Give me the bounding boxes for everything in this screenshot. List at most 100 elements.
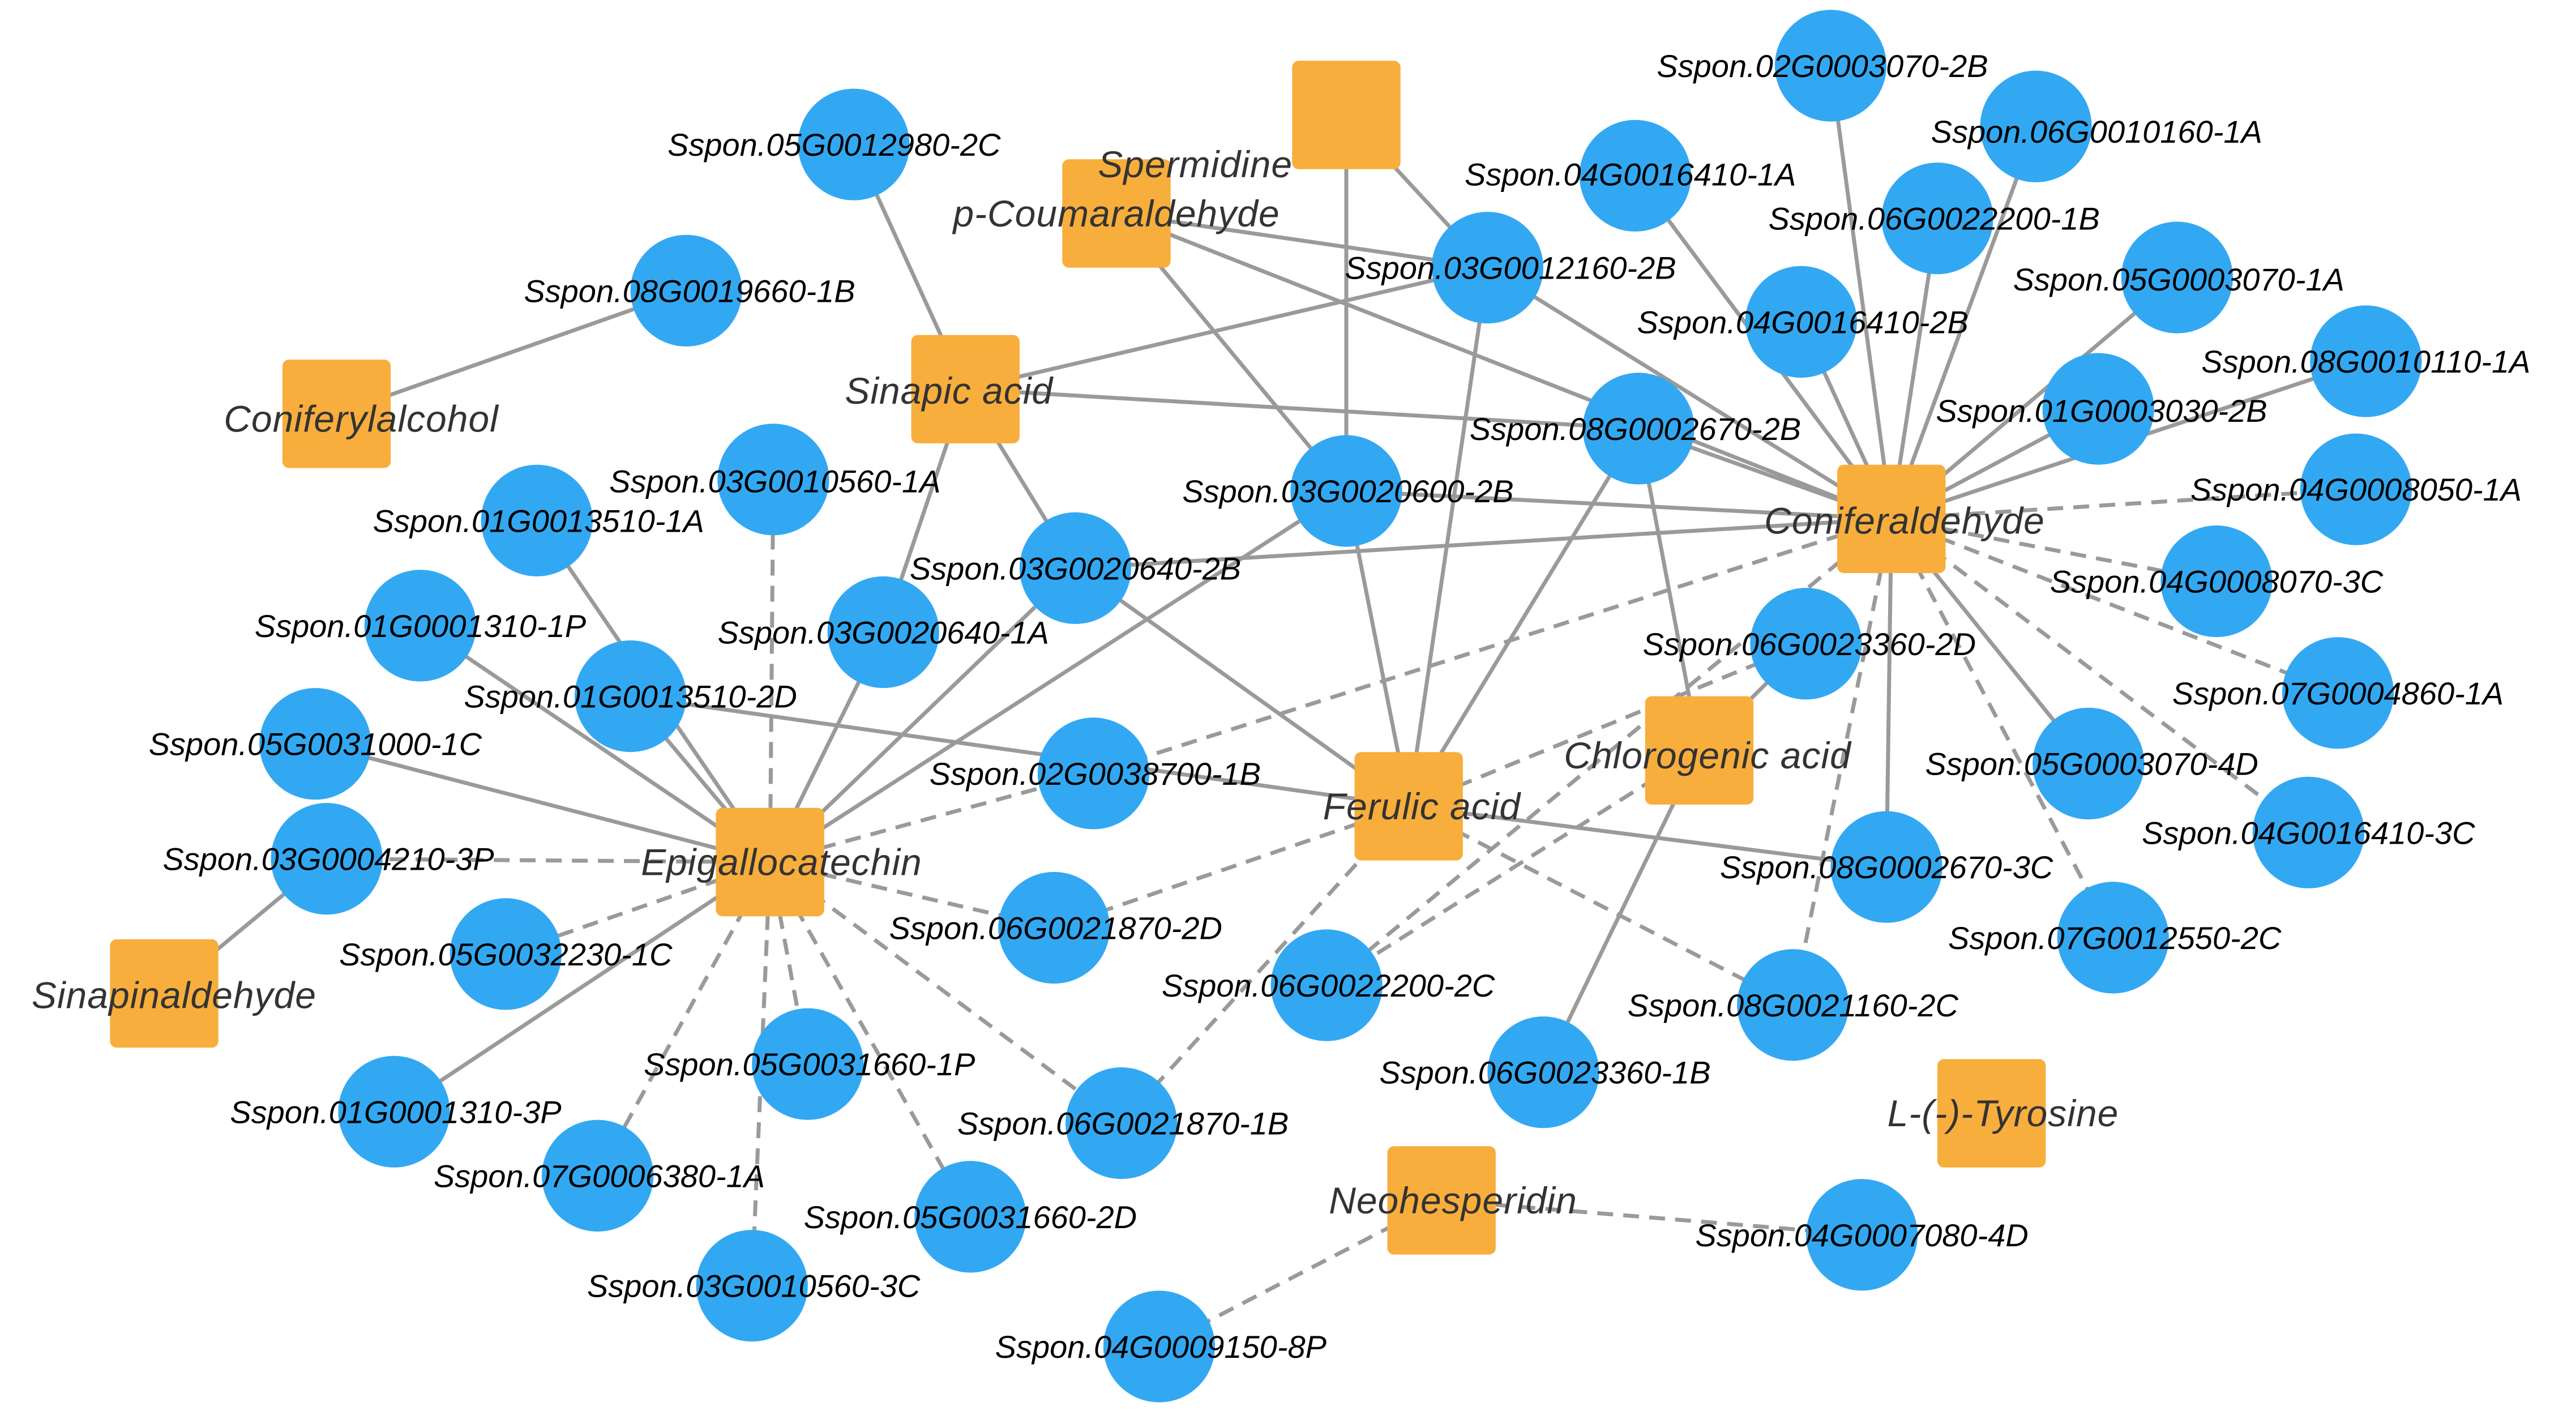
gene-node-g2 (1980, 70, 2092, 182)
gene-label: Sspon.04G0016410-1A (1465, 156, 1796, 192)
gene-node-g9 (1745, 266, 1857, 378)
edge-coniferaldehyde-g31 (1889, 518, 2115, 939)
gene-node-g41 (1806, 1179, 1918, 1291)
metabolite-label: Coniferylalcohol (224, 398, 499, 440)
gene-node-g28 (271, 803, 383, 915)
gene-node-g18 (2160, 525, 2273, 638)
edge-coniferaldehyde-g17 (1075, 516, 1892, 570)
edge-epigallocatechin-g40 (768, 861, 972, 1218)
gene-node-g22 (575, 640, 687, 753)
metabolite-label: L-(-)-Tyrosine (1888, 1092, 2119, 1134)
metabolite-node-l-tyrosine (1937, 1059, 2046, 1168)
gene-node-g35 (752, 1008, 864, 1120)
metabolite-label: Coniferaldehyde (1764, 499, 2045, 541)
gene-label: Sspon.06G0021870-2D (889, 910, 1222, 946)
gene-label: Sspon.04G0008070-3C (2050, 564, 2384, 600)
gene-label: Sspon.06G0022200-2C (1162, 968, 1495, 1003)
gene-label: Sspon.07G0012550-2C (1948, 920, 2282, 956)
gene-node-g1 (1774, 10, 1887, 122)
edge-coniferaldehyde-g25 (1093, 517, 1892, 776)
edge-ferulic-acid-g37 (1120, 805, 1410, 1125)
edge-ferulic-acid-g30 (1053, 804, 1410, 930)
gene-node-g37 (1066, 1067, 1178, 1179)
gene-node-g30 (998, 871, 1110, 984)
gene-node-g21 (1750, 588, 1862, 700)
gene-node-g6 (1431, 212, 1543, 324)
gene-label: Sspon.05G0003070-1A (2013, 262, 2344, 297)
edge-epigallocatechin-g13 (768, 479, 776, 862)
gene-label: Sspon.06G0010160-1A (1931, 114, 2262, 149)
gene-label: Sspon.05G0012980-2C (667, 127, 1001, 163)
gene-node-g11 (2042, 353, 2154, 465)
edge-coniferaldehyde-g2 (1889, 126, 2038, 520)
gene-node-g3 (798, 88, 910, 200)
metabolite-node-chlorogenic-acid (1645, 696, 1754, 805)
edge-ferulic-acid-g22 (630, 694, 1409, 809)
edge-neohesperidin-g41 (1441, 1198, 1862, 1237)
gene-label: Sspon.08G0010110-1A (2201, 344, 2530, 379)
metabolite-node-spermidine (1292, 61, 1401, 169)
edge-p-coumaraldehyde-coniferaldehyde (1115, 211, 1893, 521)
gene-node-g38 (338, 1055, 450, 1168)
gene-node-g27 (2252, 776, 2364, 888)
edge-epigallocatechin-g38 (393, 860, 772, 1114)
gene-node-g26 (2032, 707, 2145, 820)
gene-node-g5 (1881, 163, 1993, 275)
gene-node-g23 (2282, 637, 2394, 749)
gene-label: Sspon.06G0023360-2D (1643, 626, 1976, 662)
edge-ferulic-acid-g29 (1408, 804, 1887, 869)
metabolite-label: Spermidine (1098, 143, 1293, 185)
gene-node-g4 (1579, 119, 1691, 232)
edge-ferulic-acid-g12 (1407, 428, 1641, 807)
gene-label: Sspon.07G0006380-1A (434, 1158, 765, 1194)
metabolite-node-neohesperidin (1387, 1146, 1496, 1255)
edge-coniferylalcohol-g8 (336, 288, 687, 416)
gene-node-g17 (1019, 512, 1132, 624)
gene-node-g24 (259, 688, 371, 800)
edge-ferulic-acid-g34 (1407, 804, 1794, 1007)
gene-node-g32 (450, 898, 562, 1010)
gene-label: Sspon.05G0003070-4D (1925, 746, 2258, 782)
metabolite-node-sinapinaldehyde (110, 939, 219, 1048)
node-layer (110, 10, 2422, 1403)
gene-label: Sspon.03G0010560-3C (587, 1268, 921, 1304)
edge-epigallocatechin-g19 (419, 624, 772, 864)
gene-label: Sspon.07G0004860-1A (2172, 676, 2504, 711)
gene-label: Sspon.08G0021160-2C (1628, 987, 1959, 1023)
gene-node-g33 (1270, 929, 1383, 1041)
gene-label: Sspon.05G0031000-1C (149, 726, 482, 762)
gene-label: Sspon.02G0038700-1B (930, 756, 1261, 792)
edge-ferulic-acid-g21 (1407, 642, 1807, 809)
gene-node-g31 (2057, 882, 2169, 994)
gene-label: Sspon.05G0032230-1C (339, 937, 673, 972)
gene-node-g43 (1103, 1290, 1215, 1403)
gene-node-g36 (1487, 1016, 1599, 1128)
metabolite-node-coniferylalcohol (282, 360, 391, 468)
gene-label: Sspon.08G0002670-2B (1470, 411, 1801, 447)
metabolite-label: p-Coumaraldehyde (952, 193, 1280, 234)
metabolite-node-ferulic-acid (1354, 752, 1463, 861)
gene-node-g10 (2310, 305, 2422, 417)
gene-label: Sspon.06G0021870-1B (957, 1106, 1289, 1142)
edge-epigallocatechin-g28 (327, 857, 771, 864)
edge-epigallocatechin-g37 (769, 860, 1123, 1125)
edge-epigallocatechin-g32 (505, 860, 771, 956)
gene-label: Sspon.06G0022200-1B (1769, 201, 2100, 237)
edge-coniferaldehyde-g23 (1890, 517, 2339, 695)
metabolite-node-p-coumaraldehyde (1062, 159, 1171, 268)
edge-coniferaldehyde-g27 (1890, 517, 2310, 835)
gene-node-g40 (914, 1161, 1026, 1273)
gene-label: Sspon.01G0001310-1P (255, 608, 586, 644)
gene-label: Sspon.01G0013510-2D (464, 679, 797, 715)
metabolite-node-coniferaldehyde (1837, 464, 1946, 574)
gene-label: Sspon.05G0031660-1P (644, 1046, 975, 1082)
gene-label: Sspon.03G0012160-2B (1345, 250, 1676, 286)
gene-label: Sspon.04G0016410-2B (1637, 304, 1969, 340)
gene-label: Sspon.04G0009150-8P (995, 1329, 1326, 1365)
edge-ferulic-acid-g6 (1406, 267, 1490, 807)
metabolite-label: Ferulic acid (1323, 785, 1522, 827)
edge-sinapic-acid-g6 (965, 266, 1488, 391)
gene-node-g25 (1037, 717, 1149, 830)
metabolite-label: Neohesperidin (1329, 1179, 1577, 1221)
metabolite-node-sinapic-acid (911, 335, 1020, 443)
